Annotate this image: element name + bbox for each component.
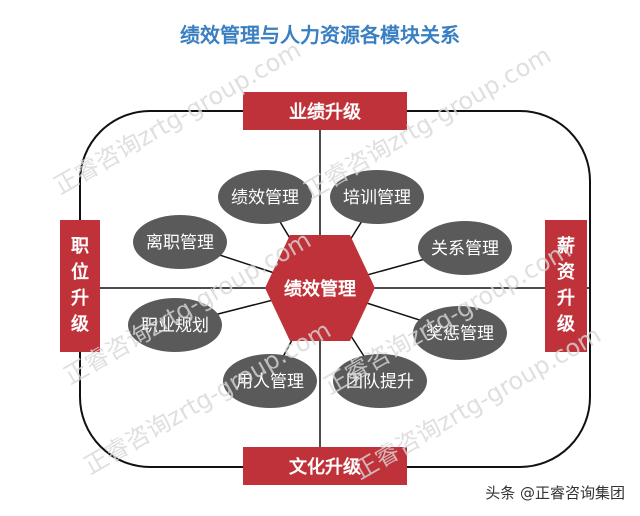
module-label: 培训管理 [343, 188, 411, 208]
module-label: 绩效管理 [231, 188, 299, 208]
bottom-box [243, 447, 407, 485]
module-performance: 绩效管理 [218, 170, 312, 224]
module-label: 关系管理 [431, 239, 499, 259]
module-rewards: 奖惩管理 [413, 306, 507, 360]
module-relations: 关系管理 [418, 221, 512, 275]
svg-text:升: 升 [71, 288, 89, 309]
svg-text:位: 位 [71, 261, 89, 283]
diagram-title: 绩效管理与人力资源各模块关系 [180, 23, 460, 47]
left-box-label: 职 位 升 级 [71, 236, 90, 335]
right-box-label: 薪 资 升 级 [557, 235, 576, 335]
module-career: 职业规划 [128, 298, 222, 352]
left-box [60, 220, 100, 352]
svg-text:职: 职 [71, 236, 89, 257]
bottom-box-label: 文化升级 [289, 456, 362, 478]
svg-text:资: 资 [557, 261, 575, 283]
module-resignation: 离职管理 [133, 215, 227, 269]
svg-text:级: 级 [71, 313, 90, 335]
svg-text:级: 级 [557, 313, 576, 335]
module-team: 团队提升 [333, 354, 427, 408]
module-training: 培训管理 [330, 170, 424, 224]
module-ellipses: 绩效管理 培训管理 离职管理 关系管理 职业规划 奖惩管理 用人管理 团队提升 [128, 170, 512, 408]
module-staffing: 用人管理 [223, 354, 317, 408]
center-hexagon [265, 235, 375, 341]
right-box [545, 220, 587, 352]
module-label: 离职管理 [146, 233, 214, 253]
top-box-label: 业绩升级 [289, 101, 362, 123]
credit-text: 头条 @正睿咨询集团 [485, 484, 625, 502]
module-label: 职业规划 [141, 316, 209, 336]
svg-text:升: 升 [557, 288, 575, 309]
center-label: 绩效管理 [284, 278, 356, 300]
top-box [243, 92, 407, 130]
module-label: 用人管理 [236, 372, 304, 392]
svg-text:薪: 薪 [557, 235, 575, 257]
module-label: 奖惩管理 [426, 324, 494, 344]
module-label: 团队提升 [346, 372, 414, 392]
